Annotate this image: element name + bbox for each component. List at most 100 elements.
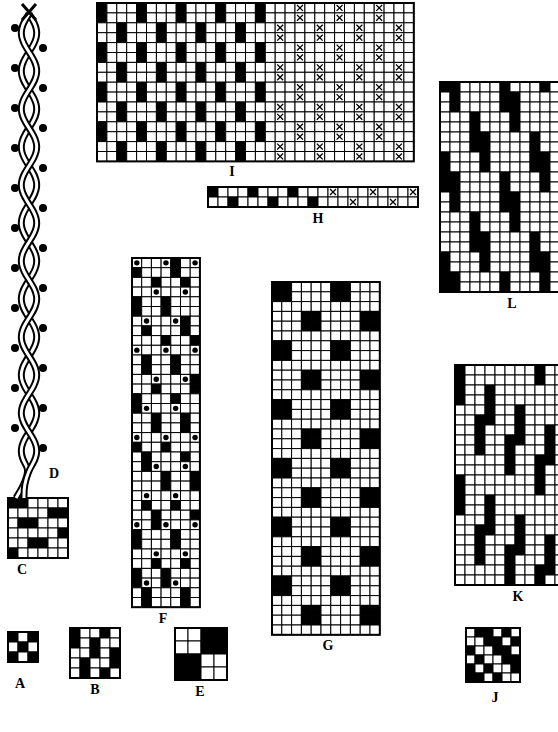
grid-cell [137, 43, 147, 53]
grid-cell [555, 445, 558, 455]
grid-cell [360, 419, 370, 429]
weft-dot [11, 24, 19, 32]
figure-letter: L [505, 296, 518, 312]
grid-cell [510, 162, 520, 172]
grid-cell [301, 488, 311, 498]
grid-cell [132, 384, 142, 394]
grid-cell [107, 92, 117, 102]
grid-cell [485, 505, 495, 515]
grid-cell [151, 316, 161, 326]
grid-cell [500, 142, 510, 152]
grid-cell [510, 232, 520, 242]
grid-cell [171, 520, 181, 530]
grid-cell [440, 232, 450, 242]
weft-dot [11, 384, 19, 392]
grid-cell [190, 530, 200, 540]
grid-cell [465, 525, 475, 535]
grid-cell [490, 242, 500, 252]
grid-cell [117, 33, 127, 43]
grid-cell [311, 576, 321, 586]
grid-cell [171, 374, 181, 384]
grid-cell [394, 112, 404, 122]
grid-cell [540, 282, 550, 292]
grid-cell [181, 423, 191, 433]
grid-cell [440, 262, 450, 272]
grid-cell [520, 272, 530, 282]
grid-cell [28, 528, 38, 538]
grid-cell [465, 495, 475, 505]
grid-cell [137, 3, 147, 13]
grid-cell [374, 82, 384, 92]
grid-cell [117, 23, 127, 33]
grid-cell [331, 596, 341, 606]
grid-cell [331, 498, 341, 508]
grid-cell [555, 505, 558, 515]
grid-cell [166, 142, 176, 152]
grid-cell [550, 212, 558, 222]
grid-cell [370, 576, 380, 586]
grid-cell [370, 458, 380, 468]
grid-cell [58, 538, 68, 548]
grid-cell [450, 212, 460, 222]
weft-dot [11, 424, 19, 432]
grid-cell [495, 545, 505, 555]
grid-cell [161, 559, 171, 569]
grid-cell [480, 142, 490, 152]
grid-cell [495, 535, 505, 545]
grid-cell [545, 365, 555, 375]
grid-cell [350, 586, 360, 596]
grid-cell [500, 222, 510, 232]
grid-cell [292, 360, 302, 370]
grid-cell [190, 423, 200, 433]
grid-cell [331, 488, 341, 498]
grid-cell [117, 43, 127, 53]
grid-cell [515, 505, 525, 515]
grid-cell [226, 102, 236, 112]
grid-cell [188, 654, 201, 667]
grid-cell [370, 370, 380, 380]
grid-cell [450, 172, 460, 182]
grid-cell [321, 419, 331, 429]
grid-cell [510, 242, 520, 252]
grid-cell [132, 404, 142, 414]
grid-cell [190, 394, 200, 404]
grid-cell [490, 182, 500, 192]
grid-cell [190, 297, 200, 307]
grid-cell [484, 673, 493, 682]
grid-cell [510, 142, 520, 152]
grid-cell [315, 102, 325, 112]
grid-cell [275, 122, 285, 132]
grid-cell [550, 142, 558, 152]
grid-cell [298, 187, 308, 197]
grid-cell [325, 142, 335, 152]
grid-cell [132, 462, 142, 472]
grid-cell [450, 232, 460, 242]
grid-cell [341, 498, 351, 508]
grid-cell [147, 112, 157, 122]
grid-cell [246, 132, 256, 142]
grid-cell [100, 668, 110, 678]
grid-cell [315, 122, 325, 132]
cross-mark [317, 154, 323, 160]
cross-mark [277, 74, 283, 80]
grid-cell [285, 112, 295, 122]
grid-cell [311, 449, 321, 459]
grid-cell [311, 292, 321, 302]
grid-cell [132, 559, 142, 569]
grid-cell [161, 510, 171, 520]
grid-cell [515, 495, 525, 505]
grid-cell [354, 3, 364, 13]
grid-cell [350, 419, 360, 429]
grid-cell [525, 375, 535, 385]
grid-cell [196, 72, 206, 82]
grid-cell [360, 527, 370, 537]
cross-mark [297, 94, 303, 100]
grid-cell [475, 405, 485, 415]
figure-letter: J [490, 690, 501, 706]
grid-cell [214, 667, 227, 680]
grid-cell [540, 232, 550, 242]
grid-cell [505, 545, 515, 555]
grid-cell [485, 375, 495, 385]
dot-mark [183, 551, 188, 556]
grid-cell [350, 331, 360, 341]
